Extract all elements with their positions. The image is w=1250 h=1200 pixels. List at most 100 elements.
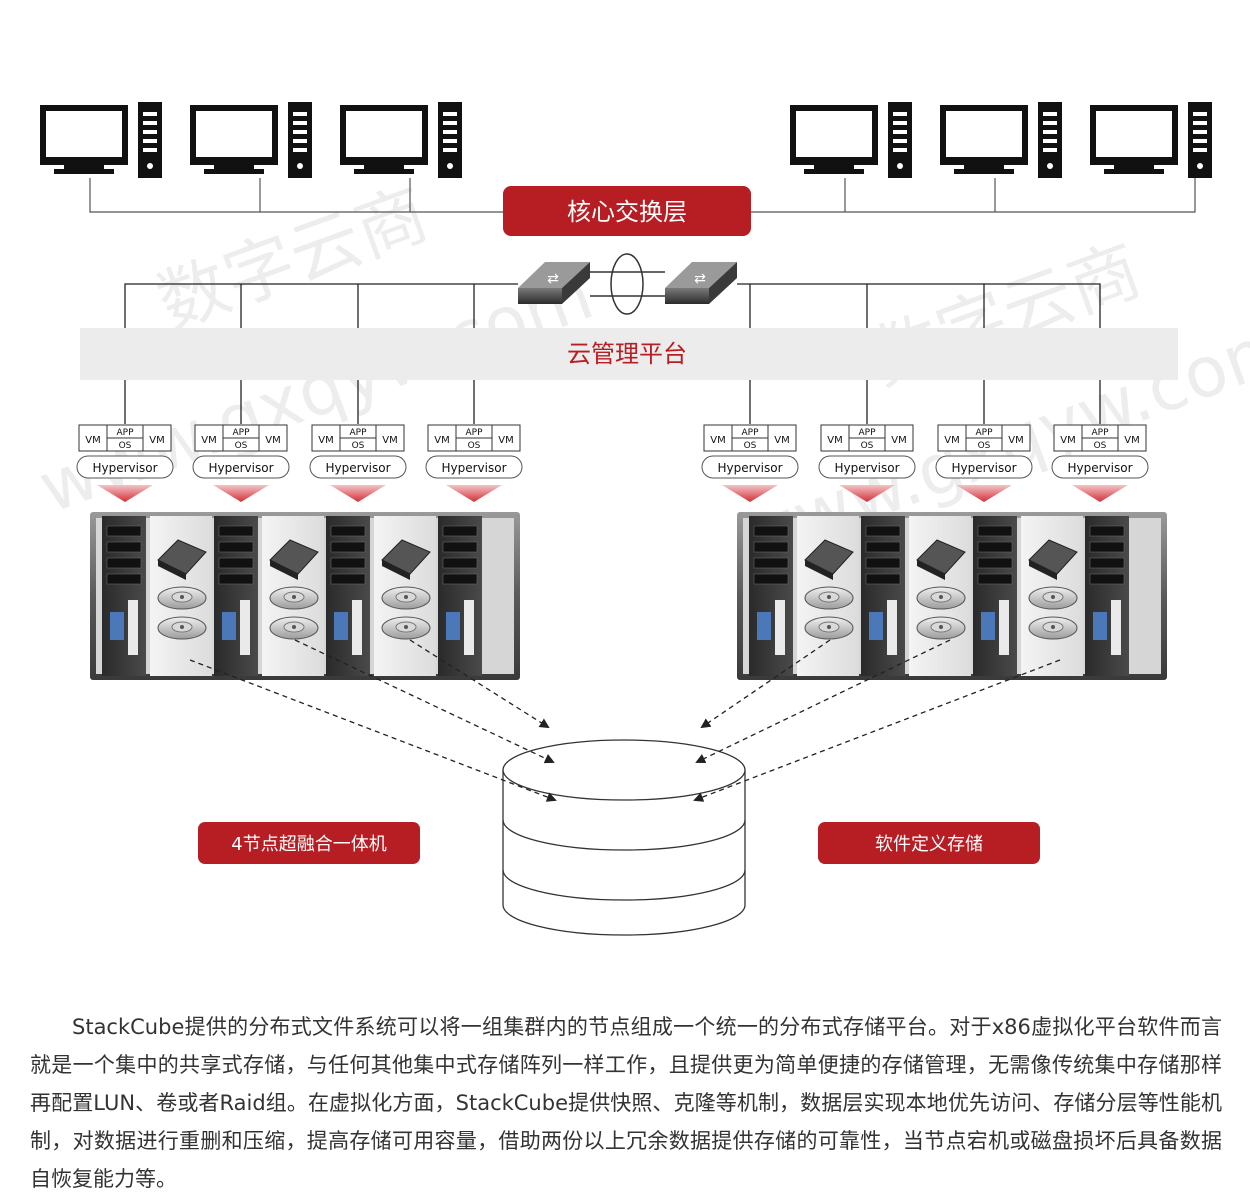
os-label: OS xyxy=(468,441,481,451)
software-storage-text: 软件定义存储 xyxy=(875,834,983,855)
hard-disk-icon xyxy=(269,616,319,640)
vm-label: VM xyxy=(827,435,842,446)
app-label: APP xyxy=(465,428,483,438)
vm-label: VM xyxy=(710,435,725,446)
hard-disk-icon xyxy=(157,616,207,640)
os-label: OS xyxy=(1094,441,1107,451)
vm-label: VM xyxy=(944,435,959,446)
app-label: APP xyxy=(232,428,250,438)
hard-disk-icon xyxy=(916,586,966,610)
server-blade xyxy=(102,516,146,676)
server-blade xyxy=(749,516,793,676)
vm-label: VM xyxy=(318,435,333,446)
hard-disk-icon xyxy=(916,616,966,640)
cloud-platform-text: 云管理平台 xyxy=(567,340,687,368)
app-label: APP xyxy=(741,428,759,438)
hypervisor-label: Hypervisor xyxy=(325,461,390,475)
os-label: OS xyxy=(119,441,132,451)
data-flow-arrows xyxy=(189,639,1061,802)
hyperconverged-text: 4节点超融合一体机 xyxy=(231,834,386,855)
hypervisor-label: Hypervisor xyxy=(441,461,506,475)
vm-label: VM xyxy=(891,435,906,446)
os-label: OS xyxy=(744,441,757,451)
workstation-icon xyxy=(940,102,1062,178)
client-network-lines xyxy=(89,178,1196,213)
server-blade xyxy=(973,516,1017,676)
hypervisor-label: Hypervisor xyxy=(717,461,782,475)
app-label: APP xyxy=(116,428,134,438)
distribution-lines xyxy=(124,283,1101,330)
down-arrow-icon xyxy=(330,485,386,502)
hard-disk-icon xyxy=(269,586,319,610)
hypervisor-label: Hypervisor xyxy=(92,461,157,475)
cloud-management-platform: 云管理平台 xyxy=(80,328,1178,380)
software-storage-label: 软件定义存储 xyxy=(818,822,1040,864)
hard-disk-icon xyxy=(381,586,431,610)
app-label: APP xyxy=(975,428,993,438)
hard-disk-icon xyxy=(1028,616,1078,640)
hard-disk-icon xyxy=(381,616,431,640)
vm-label: VM xyxy=(382,435,397,446)
hard-disk-icon xyxy=(1028,586,1078,610)
hard-disk-icon xyxy=(804,586,854,610)
app-label: APP xyxy=(349,428,367,438)
hypervisor-label: Hypervisor xyxy=(1067,461,1132,475)
hard-disk-icon xyxy=(157,586,207,610)
core-switches: ⇄ ⇄ xyxy=(518,253,737,315)
ssd-icon xyxy=(804,539,854,580)
down-arrow-icon xyxy=(722,485,778,502)
vm-label: VM xyxy=(1060,435,1075,446)
ssd-icon xyxy=(381,539,431,580)
down-arrow-icon xyxy=(213,485,269,502)
vm-label: VM xyxy=(85,435,100,446)
ssd-icon xyxy=(269,539,319,580)
server-blade xyxy=(861,516,905,676)
switch-icon: ⇄ xyxy=(518,262,590,304)
server-blade xyxy=(1085,516,1129,676)
hard-disk-icon xyxy=(804,616,854,640)
switch-icon: ⇄ xyxy=(665,262,737,304)
os-label: OS xyxy=(861,441,874,451)
description-paragraph: StackCube提供的分布式文件系统可以将一组集群内的节点组成一个统一的分布式… xyxy=(30,1015,1222,1191)
down-arrow-icon xyxy=(97,485,153,502)
workstation-icon xyxy=(340,102,462,178)
down-arrow-icon xyxy=(839,485,895,502)
vm-label: VM xyxy=(498,435,513,446)
hypervisor-label: Hypervisor xyxy=(208,461,273,475)
down-arrow-icon xyxy=(956,485,1012,502)
server-enclosure xyxy=(737,512,1167,680)
vm-label: VM xyxy=(201,435,216,446)
workstation-icon xyxy=(1090,102,1212,178)
workstation-icon xyxy=(790,102,912,178)
hyperconverged-label: 4节点超融合一体机 xyxy=(198,822,420,864)
vm-label: VM xyxy=(265,435,280,446)
down-arrow-icon xyxy=(446,485,502,502)
ssd-icon xyxy=(1028,539,1078,580)
vm-label: VM xyxy=(774,435,789,446)
node-vm-stack: VM APP OS VM Hypervisor xyxy=(701,424,799,502)
app-label: APP xyxy=(1091,428,1109,438)
svg-text:⇄: ⇄ xyxy=(694,271,706,287)
svg-text:⇄: ⇄ xyxy=(547,271,559,287)
hypervisor-label: Hypervisor xyxy=(834,461,899,475)
server-chassis xyxy=(90,512,1167,680)
core-switch-layer-label: 核心交换层 xyxy=(503,186,751,236)
node-vm-stack: VM APP OS VM Hypervisor xyxy=(309,424,407,502)
workstation-icon xyxy=(190,102,312,178)
vm-label: VM xyxy=(1124,435,1139,446)
node-vm-stack: VM APP OS VM Hypervisor xyxy=(192,424,290,502)
core-switch-layer-text: 核心交换层 xyxy=(567,198,687,226)
os-label: OS xyxy=(235,441,248,451)
storage-pool-icon xyxy=(502,739,746,936)
workstation-icon xyxy=(40,102,162,178)
node-vm-stack: VM APP OS VM Hypervisor xyxy=(1051,424,1149,502)
server-blade xyxy=(326,516,370,676)
platform-to-node-lines xyxy=(124,380,1101,424)
os-label: OS xyxy=(352,441,365,451)
server-blade xyxy=(214,516,258,676)
server-blade xyxy=(438,516,482,676)
ssd-icon xyxy=(157,539,207,580)
